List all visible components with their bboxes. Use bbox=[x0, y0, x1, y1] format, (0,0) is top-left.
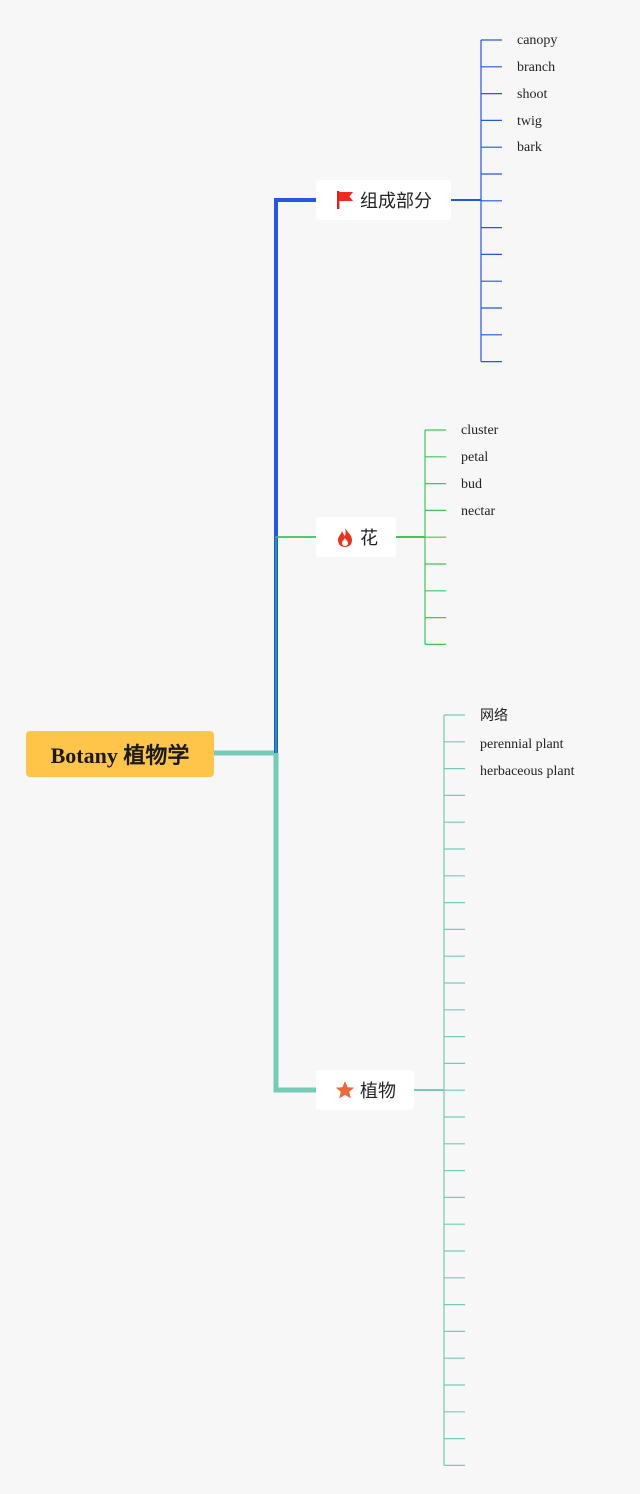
root-topic-label: Botany 植物学 bbox=[50, 743, 190, 768]
branch-connector bbox=[274, 198, 316, 753]
leaf-topic[interactable]: cluster bbox=[461, 423, 499, 438]
leaf-topic[interactable]: bark bbox=[517, 140, 542, 155]
branch-connector bbox=[275, 536, 316, 753]
star-icon bbox=[334, 1079, 356, 1101]
leaf-topic[interactable]: nectar bbox=[461, 504, 496, 519]
branch-connector bbox=[273, 753, 316, 1093]
leaf-topic[interactable]: 网络 bbox=[480, 708, 508, 724]
leaf-topic[interactable]: perennial plant bbox=[480, 737, 564, 752]
leaf-topic[interactable]: canopy bbox=[517, 33, 558, 48]
leaf-topic[interactable]: branch bbox=[517, 60, 556, 75]
leaf-topic[interactable]: bud bbox=[461, 477, 482, 492]
flag-icon bbox=[334, 189, 356, 211]
root-topic[interactable]: Botany 植物学 bbox=[26, 731, 214, 777]
leaf-topic[interactable]: shoot bbox=[517, 87, 548, 102]
leaf-topic[interactable]: herbaceous plant bbox=[480, 764, 575, 779]
leaf-topic[interactable]: twig bbox=[517, 114, 542, 129]
branch-topic-label: 花 bbox=[360, 528, 378, 549]
flame-icon bbox=[334, 526, 356, 548]
branch-topic-flower[interactable]: 花 bbox=[316, 517, 396, 557]
branch-topic-label: 组成部分 bbox=[360, 191, 432, 212]
branch-topic-plant[interactable]: 植物 bbox=[316, 1070, 414, 1110]
branch-topic-label: 植物 bbox=[360, 1081, 396, 1102]
branch-topic-components[interactable]: 组成部分 bbox=[316, 180, 451, 220]
leaf-topic[interactable]: petal bbox=[461, 450, 489, 465]
